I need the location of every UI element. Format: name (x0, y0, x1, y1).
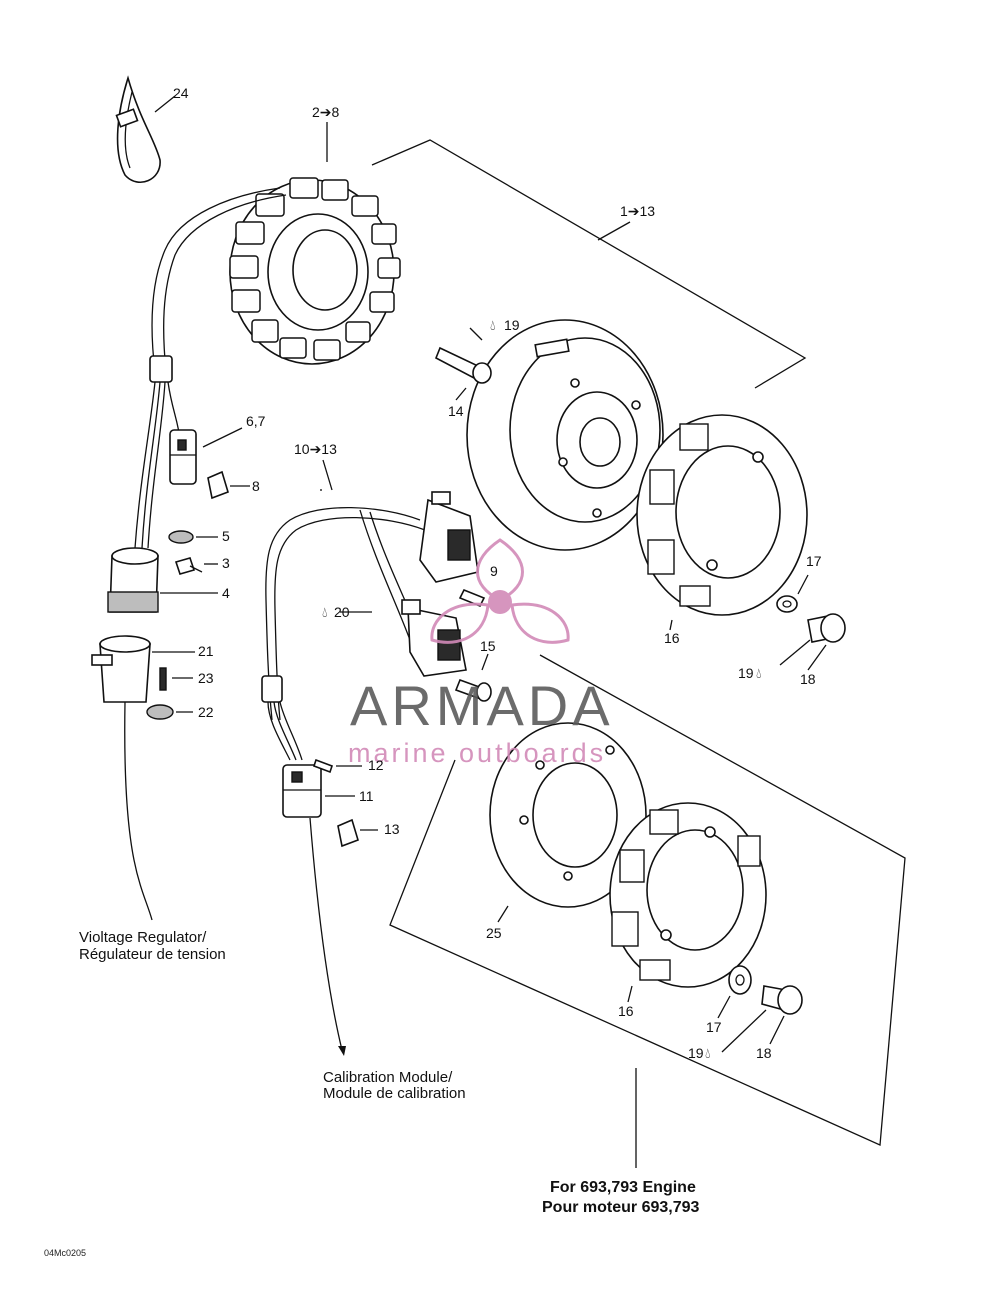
label-14: 14 (448, 403, 464, 419)
calibration-wire (309, 817, 343, 1051)
ring-gear-part-16-upper (636, 414, 808, 616)
label-21: 21 (198, 643, 214, 659)
label-16a: 16 (664, 630, 680, 646)
label-19b: 19 (738, 665, 754, 681)
drawing-code: 04Mc0205 (44, 1248, 86, 1258)
clip-part-13 (337, 818, 359, 848)
label-24: 24 (173, 85, 189, 101)
terminal-part-3 (174, 557, 203, 575)
washer-part-17-lower (728, 965, 752, 995)
bolt-part-18-lower (761, 985, 803, 1015)
leader-18b (769, 1015, 785, 1045)
label-8: 8 (252, 478, 260, 494)
label-19c: 19 (688, 1045, 704, 1061)
label-17b: 17 (706, 1019, 722, 1035)
leader-17a (797, 574, 809, 595)
label-18a: 18 (800, 671, 816, 687)
label-25: 25 (486, 925, 502, 941)
label-19b-drop: 💧︎ (756, 665, 762, 681)
leader-6-7 (202, 427, 243, 448)
label-20-drop: 💧︎ (322, 604, 328, 620)
leader-1-13 (597, 221, 631, 241)
caption-engine-en: For 693,793 Engine (550, 1179, 696, 1196)
label-12: 12 (368, 757, 384, 773)
label-19c-drop: 💧︎ (705, 1045, 711, 1061)
watermark-tagline: marine outboards (348, 738, 606, 768)
label-15: 15 (480, 638, 496, 654)
leader-10-13 (322, 459, 333, 491)
leader-19a (469, 327, 483, 341)
label-13: 13 (384, 821, 400, 837)
trigger-wheel-part-25 (489, 722, 647, 908)
terminal-part-23 (159, 667, 167, 691)
label-10-13: 10➔13 (294, 441, 337, 457)
label-2-8: 2➔8 (312, 104, 340, 120)
ring-gear-part-16-lower (609, 802, 767, 988)
connector-part-6-7 (169, 429, 197, 485)
label-4: 4 (222, 585, 230, 601)
seal-part-22 (146, 704, 174, 720)
screw-part-14 (434, 346, 492, 384)
connector-part-11 (282, 764, 322, 818)
leader-18a (807, 644, 827, 671)
leader-19c (721, 1009, 767, 1053)
washer-part-17-upper (776, 595, 798, 613)
label-17a: 17 (806, 553, 822, 569)
label-23: 23 (198, 670, 214, 686)
caption-calibration-fr: Module de calibration (323, 1085, 466, 1102)
label-6-7: 6,7 (246, 413, 266, 429)
caption-regulator-fr: Régulateur de tension (79, 946, 226, 963)
regulator-wire (124, 701, 153, 921)
screw-part-15 (454, 678, 492, 702)
leader-19b (779, 639, 811, 666)
label-19a-num: 19 (504, 317, 520, 333)
cable-tie-part-24 (115, 75, 161, 184)
leader-24 (154, 95, 176, 113)
label-1-13: 1➔13 (620, 203, 655, 219)
trigger-coil-upper (419, 491, 479, 583)
caption-engine-fr: Pour moteur 693,793 (542, 1199, 700, 1216)
label-18b: 18 (756, 1045, 772, 1061)
screw-part-9 (458, 588, 486, 608)
watermark-logo: ARMADA marine outboards (348, 538, 614, 768)
watermark-brand: ARMADA (350, 674, 614, 737)
leader-25 (497, 905, 509, 923)
arrow-head-calibration (338, 1046, 346, 1056)
pin-part-12 (312, 758, 334, 774)
label-9: 9 (490, 563, 498, 579)
label-22: 22 (198, 704, 214, 720)
assembly-frame-lower (389, 654, 906, 1146)
label-20: 20 (334, 604, 350, 620)
assembly-frame-upper (371, 139, 807, 389)
stator-harness (134, 187, 287, 549)
label-11: 11 (359, 788, 374, 804)
label-3: 3 (222, 555, 230, 571)
flywheel (466, 319, 664, 551)
caption-regulator-en: Violtage Regulator/ (79, 929, 207, 946)
clip-part-8 (207, 470, 229, 500)
seal-part-5 (168, 530, 194, 544)
stator-part-2-8 (229, 177, 401, 365)
connector-housing-part-4 (107, 547, 159, 613)
leader-14 (455, 387, 467, 401)
label-19a: 💧︎ (490, 317, 496, 333)
caption-calibration-en: Calibration Module/ (323, 1069, 453, 1086)
trigger-harness-part-10-13 (261, 506, 426, 761)
label-16b: 16 (618, 1003, 634, 1019)
bolt-part-18-upper (807, 613, 846, 643)
label-5: 5 (222, 528, 230, 544)
leader-17b (717, 995, 731, 1019)
leader-16a (669, 619, 673, 631)
housing-part-21 (91, 635, 151, 703)
leader-15 (481, 653, 489, 671)
trigger-coil-lower (401, 599, 467, 677)
leader-16b (627, 985, 633, 1003)
